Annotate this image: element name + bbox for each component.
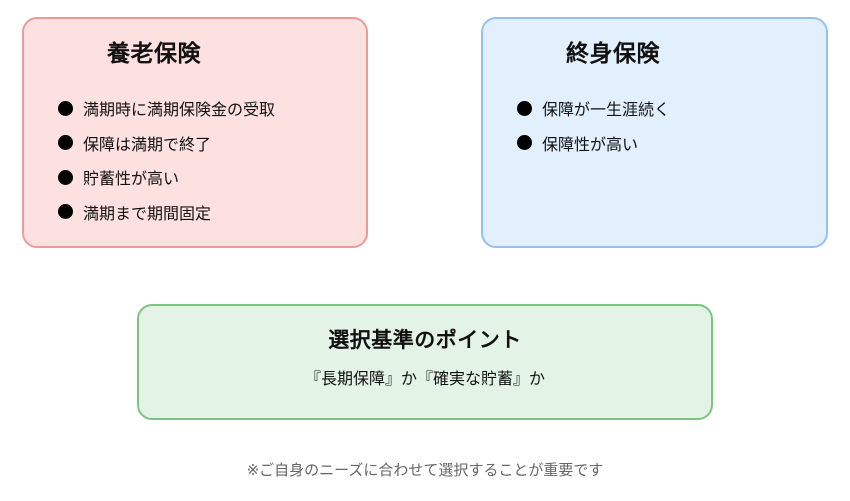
feature-item: 保障性が高い (517, 126, 670, 161)
feature-text: 満期時に満期保険金の受取 (83, 100, 276, 120)
selection-criteria-card: 選択基準のポイント 『長期保障』か『確実な貯蓄』か (137, 304, 713, 420)
bullet-icon (58, 100, 73, 116)
bullet-icon (58, 169, 73, 185)
feature-item: 貯蓄性が高い (58, 160, 275, 195)
feature-item: 保障が一生涯続く (517, 91, 670, 126)
whole-life-insurance-card: 終身保険 保障が一生涯続く 保障性が高い (481, 17, 828, 248)
feature-text: 保障性が高い (542, 134, 639, 154)
endowment-insurance-card: 養老保険 満期時に満期保険金の受取 保障は満期で終了 貯蓄性が高い 満期まで期間… (22, 17, 368, 248)
feature-text: 保障が一生涯続く (542, 100, 671, 120)
feature-item: 保障は満期で終了 (58, 126, 275, 161)
whole-life-insurance-title: 終身保険 (566, 41, 660, 67)
feature-text: 貯蓄性が高い (83, 169, 180, 189)
selection-criteria-title: 選択基準のポイント (328, 328, 522, 352)
bullet-icon (517, 135, 532, 151)
endowment-insurance-title: 養老保険 (107, 41, 201, 67)
feature-item: 満期まで期間固定 (58, 195, 275, 230)
bullet-icon (58, 204, 73, 220)
feature-item: 満期時に満期保険金の受取 (58, 91, 275, 126)
footer-note: ※ご自身のニーズに合わせて選択することが重要です (246, 461, 604, 479)
bullet-icon (58, 135, 73, 151)
whole-life-insurance-features: 保障が一生涯続く 保障性が高い (517, 91, 670, 160)
feature-text: 満期まで期間固定 (83, 203, 212, 223)
endowment-insurance-features: 満期時に満期保険金の受取 保障は満期で終了 貯蓄性が高い 満期まで期間固定 (58, 91, 275, 229)
feature-text: 保障は満期で終了 (83, 134, 212, 154)
selection-criteria-subtitle: 『長期保障』か『確実な貯蓄』か (304, 369, 545, 388)
bullet-icon (517, 100, 532, 116)
